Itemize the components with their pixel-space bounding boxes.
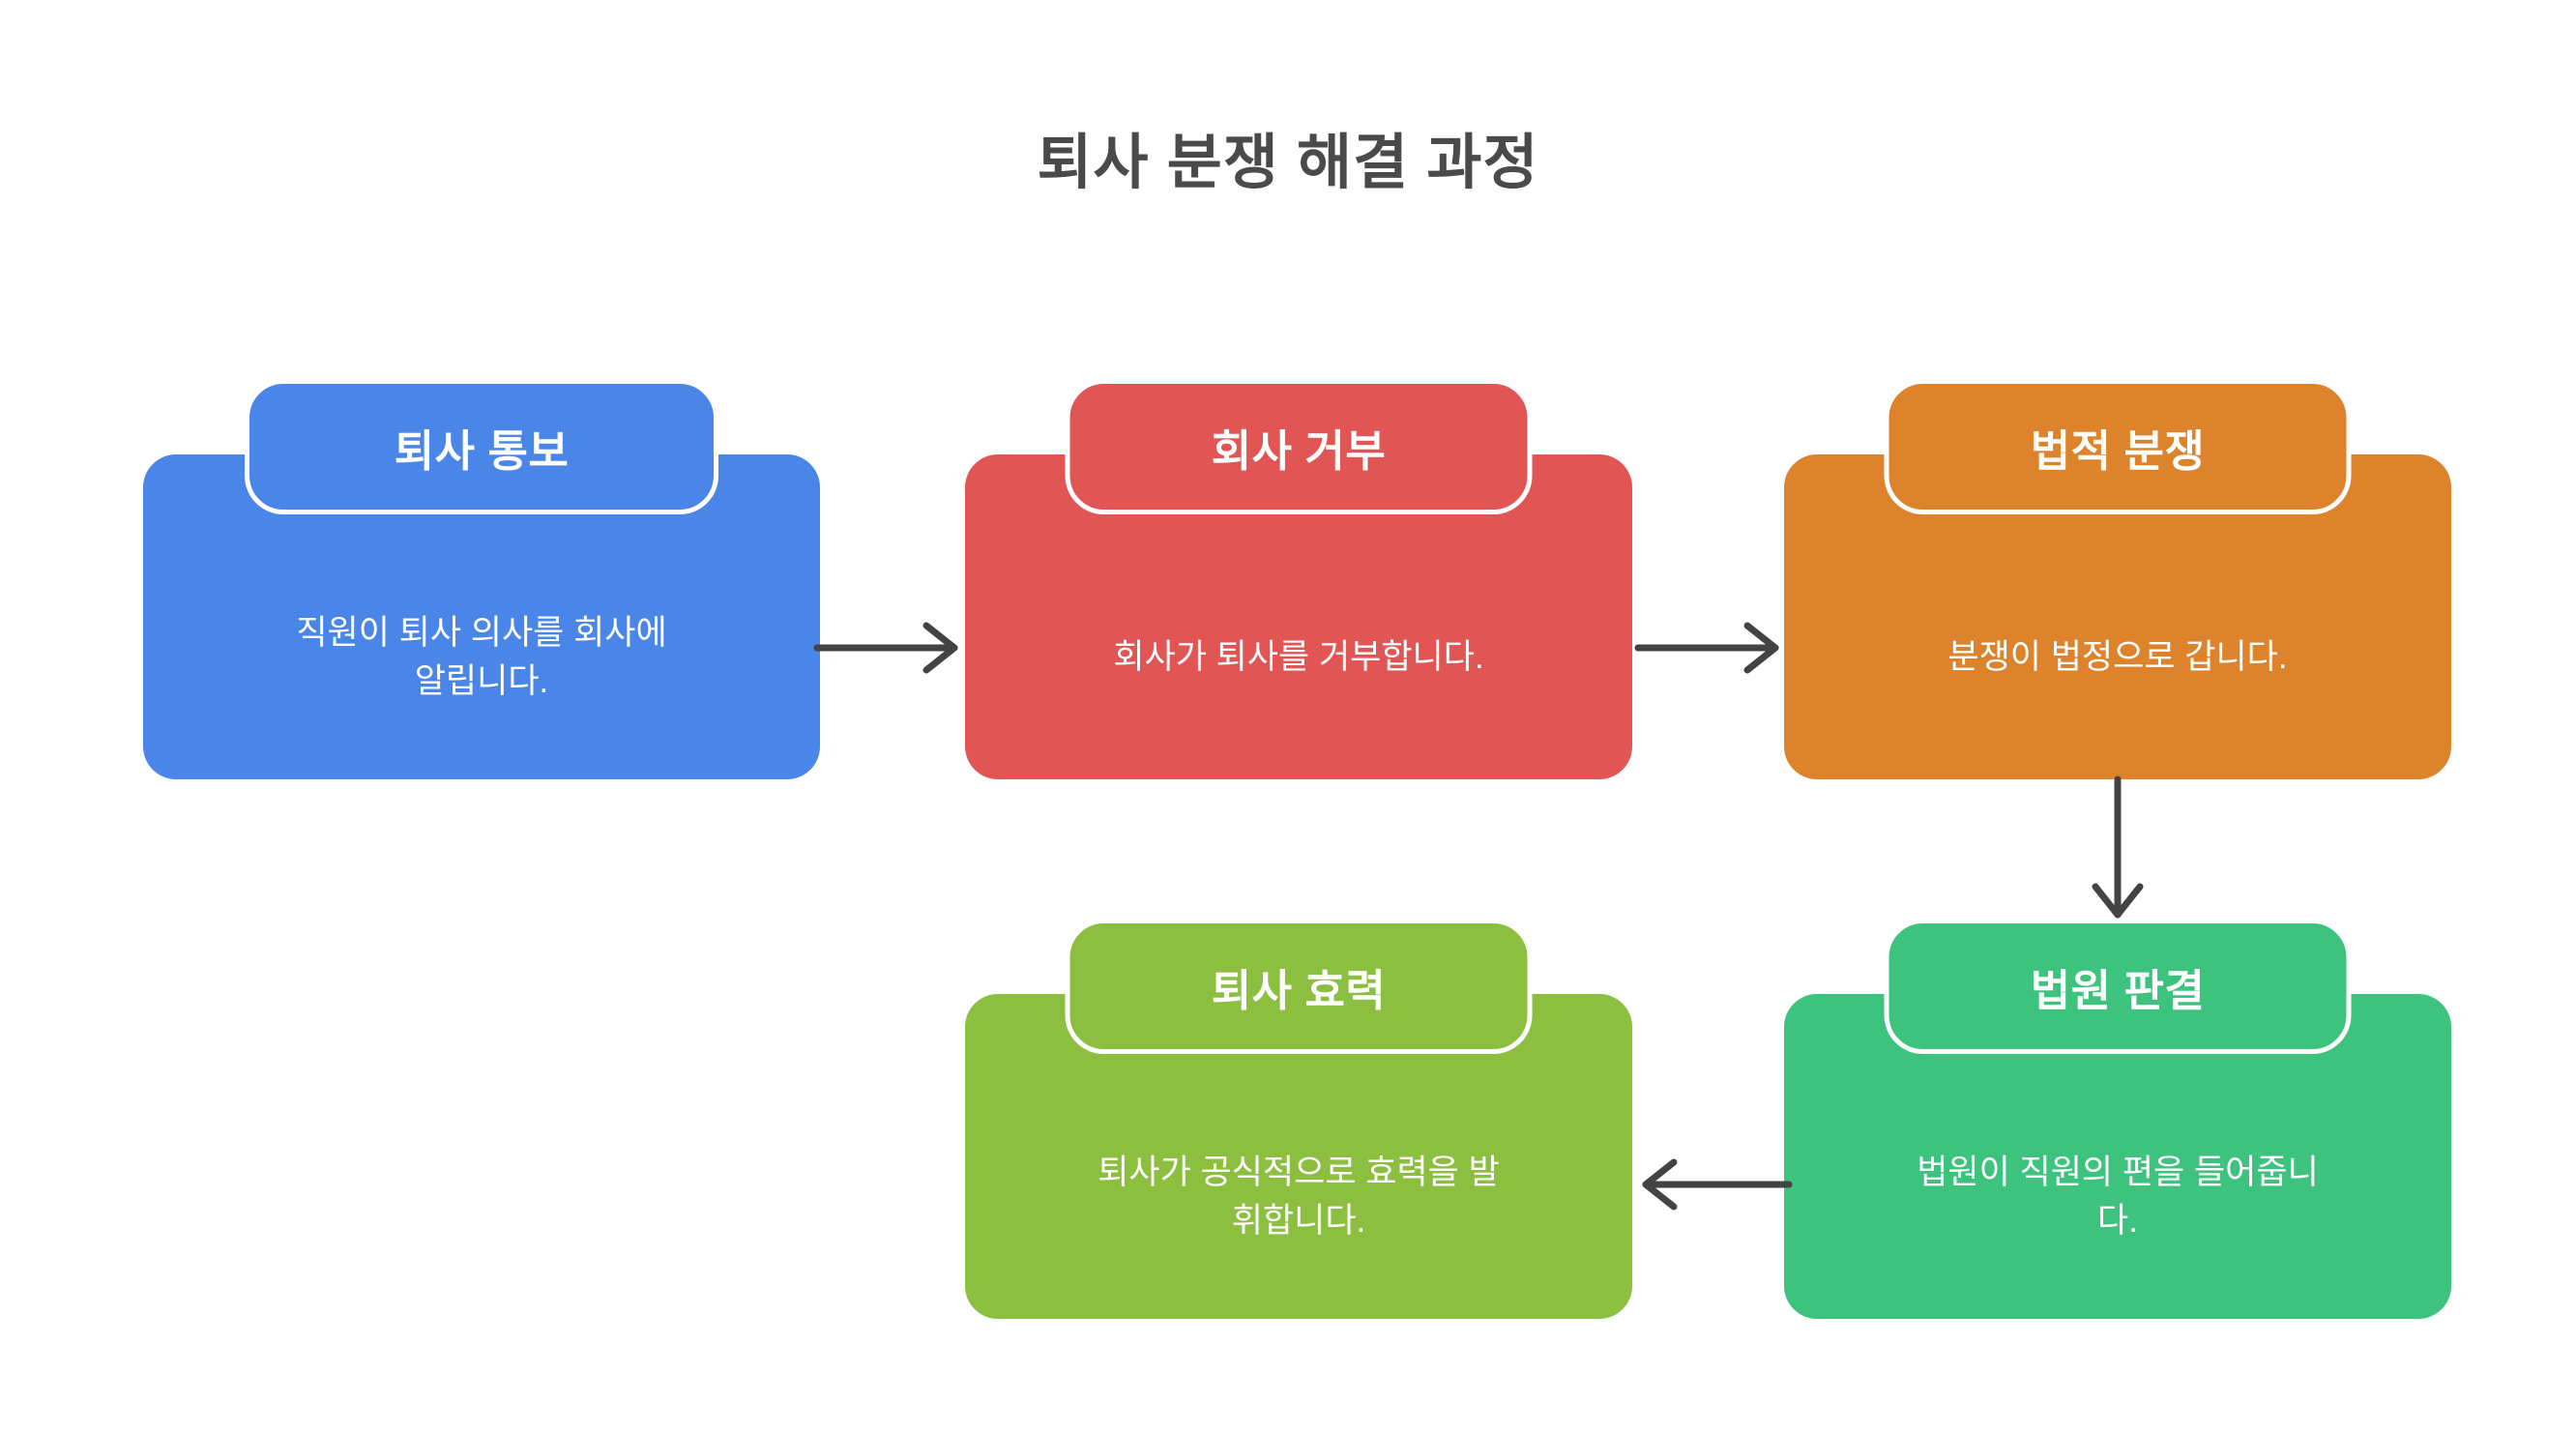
node-header-notice[interactable]: 퇴사 통보 xyxy=(245,379,718,514)
node-header-dispute[interactable]: 법적 분쟁 xyxy=(1884,379,2352,514)
node-header-label-ruling: 법원 판결 xyxy=(2030,965,2206,1015)
node-header-label-notice: 퇴사 통보 xyxy=(394,425,570,476)
node-description-refusal: 회사가 퇴사를 거부합니다. xyxy=(1113,638,1484,677)
node-header-label-refusal: 회사 거부 xyxy=(1211,425,1387,476)
node-header-label-dispute: 법적 분쟁 xyxy=(2030,425,2206,476)
arrow-notice-to-refusal xyxy=(813,619,966,677)
node-description-notice: 직원이 퇴사 의사를 회사에 알립니다. xyxy=(296,614,667,700)
node-header-ruling[interactable]: 법원 판결 xyxy=(1884,919,2352,1054)
page-title: 퇴사 분쟁 해결 과정 xyxy=(1037,130,1539,196)
node-header-label-effect: 퇴사 효력 xyxy=(1211,965,1387,1015)
node-description-effect: 퇴사가 공식적으로 효력을 발 휘합니다. xyxy=(1098,1154,1500,1240)
node-header-refusal[interactable]: 회사 거부 xyxy=(1065,379,1533,514)
arrow-dispute-to-ruling xyxy=(2079,775,2156,924)
node-description-ruling: 법원이 직원의 편을 들어줍니 다. xyxy=(1917,1154,2319,1240)
arrow-ruling-to-effect xyxy=(1634,1155,1793,1213)
node-header-effect[interactable]: 퇴사 효력 xyxy=(1065,919,1533,1054)
arrow-refusal-to-dispute xyxy=(1634,619,1787,677)
node-description-dispute: 분쟁이 법정으로 갑니다. xyxy=(1947,638,2288,677)
